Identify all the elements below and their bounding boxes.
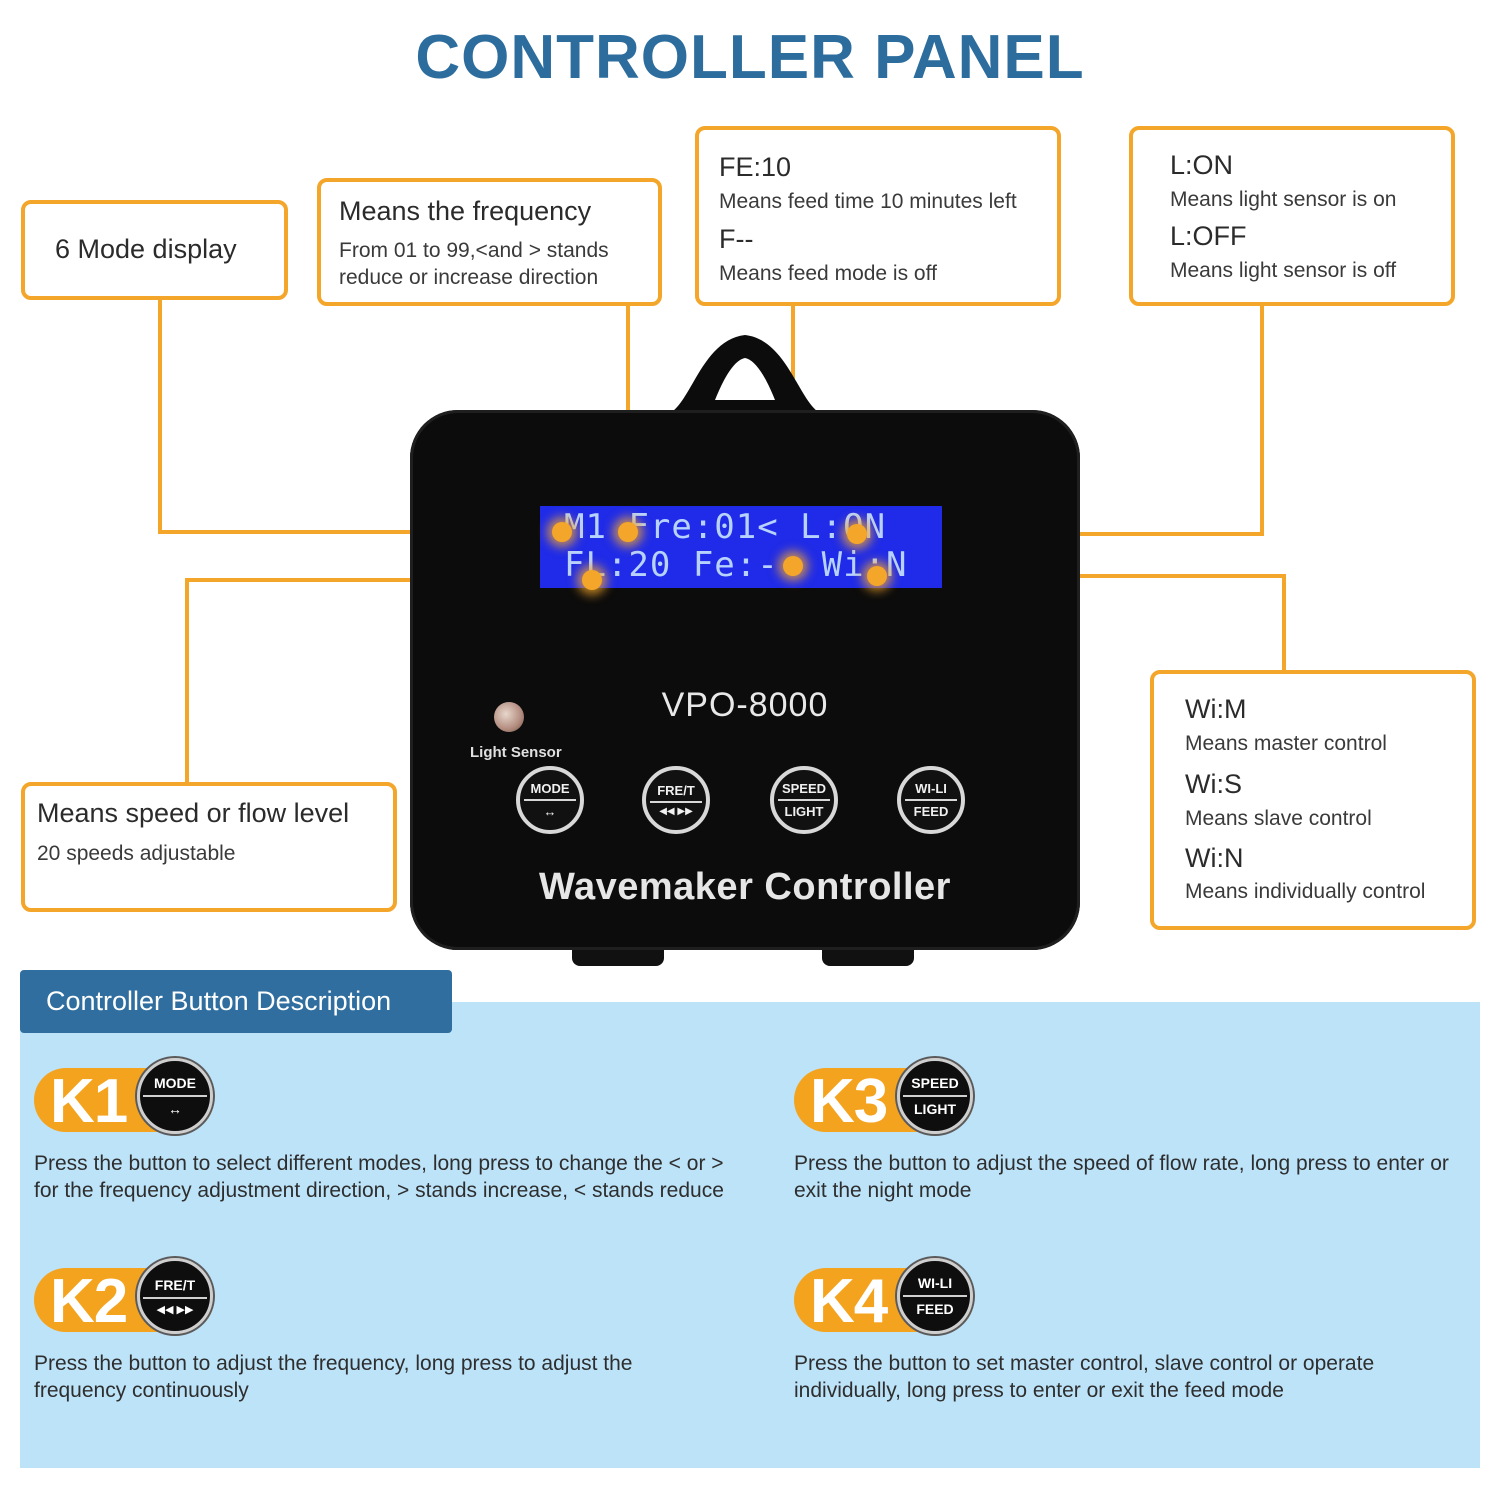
callout-frequency-heading: Means the frequency xyxy=(339,196,592,226)
k1-button-top: MODE xyxy=(154,1075,196,1091)
feed-button-label: FEED xyxy=(913,804,949,819)
button-description-panel xyxy=(20,1002,1480,1468)
marker-feed xyxy=(783,556,803,576)
callout-wifi: Wi:M Means master control Wi:S Means sla… xyxy=(1150,670,1476,930)
k2-badge: K2 FRE/T ◀◀ ▶▶ xyxy=(34,1258,214,1336)
fre-t-button-label: FRE/T xyxy=(657,783,695,798)
callout-wifi-d3: Means individually control xyxy=(1185,880,1426,903)
speed-light-button[interactable]: SPEED LIGHT xyxy=(770,766,838,834)
callout-feed: FE:10 Means feed time 10 minutes left F-… xyxy=(695,126,1061,306)
callout-mode: 6 Mode display xyxy=(21,200,288,300)
button-description-title: Controller Button Description xyxy=(20,970,452,1033)
button-divider xyxy=(143,1296,207,1299)
speed-button-label: SPEED xyxy=(781,781,827,796)
callout-frequency-text: From 01 to 99,<and > stands reduce or in… xyxy=(339,239,609,289)
marker-light xyxy=(847,524,867,544)
k4-description: Press the button to set master control, … xyxy=(794,1352,1375,1402)
wi-li-feed-button[interactable]: WI-LI FEED xyxy=(897,766,965,834)
k1-label: K1 xyxy=(50,1067,128,1136)
lcd-line-2: FL:20 Fe:-- Wi:N xyxy=(564,545,908,585)
device-foot-right xyxy=(822,948,914,966)
k1-badge: K1 MODE ↔ xyxy=(34,1058,214,1136)
k4-button-bottom: FEED xyxy=(916,1301,954,1317)
k4-label: K4 xyxy=(810,1267,888,1336)
fre-t-button[interactable]: FRE/T ◀◀ ▶▶ xyxy=(642,766,710,834)
light-sensor-label: Light Sensor xyxy=(470,744,562,761)
callout-feed-d2: Means feed mode is off xyxy=(719,262,937,285)
callout-feed-h1: FE:10 xyxy=(719,152,792,182)
k2-label: K2 xyxy=(50,1267,128,1336)
mode-button[interactable]: MODE ↔ xyxy=(516,766,584,834)
k2-button-bottom: ◀◀ ▶▶ xyxy=(156,1303,194,1316)
callout-speed-text: 20 speeds adjustable xyxy=(37,842,236,865)
callout-feed-d1: Means feed time 10 minutes left xyxy=(719,190,1017,213)
k3-badge: K3 SPEED LIGHT xyxy=(794,1058,974,1136)
callout-light-h2: L:OFF xyxy=(1170,221,1247,251)
callout-wifi-h1: Wi:M xyxy=(1185,694,1247,724)
callout-speed: Means speed or flow level 20 speeds adju… xyxy=(21,782,397,912)
k2-description: Press the button to adjust the frequency… xyxy=(34,1352,633,1402)
k3-description: Press the button to adjust the speed of … xyxy=(794,1152,1449,1202)
k4-badge: K4 WI-LI FEED xyxy=(794,1258,974,1336)
button-divider xyxy=(143,1095,207,1097)
callout-feed-h2: F-- xyxy=(719,224,754,254)
k1-mode-button-icon: MODE ↔ xyxy=(137,1058,213,1134)
wi-li-button-label: WI-LI xyxy=(915,781,947,796)
callout-wifi-h3: Wi:N xyxy=(1185,843,1244,873)
mode-button-label: MODE xyxy=(530,781,570,796)
k3-label: K3 xyxy=(810,1067,888,1136)
marker-wifi xyxy=(867,566,887,586)
callout-mode-heading: 6 Mode display xyxy=(55,234,237,264)
callout-wifi-h2: Wi:S xyxy=(1185,769,1242,799)
callout-wifi-d2: Means slave control xyxy=(1185,807,1372,830)
arrows-icon: ↔ xyxy=(543,804,557,819)
callout-frequency: Means the frequency From 01 to 99,<and >… xyxy=(317,178,662,306)
hanging-loop xyxy=(665,335,825,415)
rewind-forward-icon: ◀◀ ▶▶ xyxy=(659,806,693,817)
k4-wi-li-feed-button-icon: WI-LI FEED xyxy=(897,1258,973,1334)
k1-description: Press the button to select different mod… xyxy=(34,1152,724,1202)
model-number: VPO-8000 xyxy=(661,686,829,724)
k3-button-bottom: LIGHT xyxy=(914,1101,956,1117)
device-foot-left xyxy=(572,948,664,966)
k2-button-top: FRE/T xyxy=(154,1276,196,1293)
marker-mode xyxy=(552,522,572,542)
callout-wifi-d1: Means master control xyxy=(1185,732,1387,755)
page-title: CONTROLLER PANEL xyxy=(415,23,1085,92)
light-sensor-icon xyxy=(494,702,524,732)
k3-speed-light-button-icon: SPEED LIGHT xyxy=(897,1058,973,1134)
button-divider xyxy=(524,799,576,801)
k3-button-top: SPEED xyxy=(911,1075,959,1091)
callout-light: L:ON Means light sensor is on L:OFF Mean… xyxy=(1129,126,1455,306)
button-divider xyxy=(903,1295,967,1297)
k1-button-bottom: ↔ xyxy=(168,1101,182,1117)
marker-speed xyxy=(582,570,602,590)
button-divider xyxy=(905,799,957,801)
k4-button-top: WI-LI xyxy=(917,1275,953,1291)
callout-speed-heading: Means speed or flow level xyxy=(37,798,350,828)
callout-light-h1: L:ON xyxy=(1170,150,1234,180)
k2-fre-t-button-icon: FRE/T ◀◀ ▶▶ xyxy=(137,1258,213,1334)
callout-light-d2: Means light sensor is off xyxy=(1170,259,1397,282)
button-divider xyxy=(650,801,702,803)
button-divider xyxy=(903,1095,967,1097)
light-button-label: LIGHT xyxy=(784,804,824,819)
brand-label: Wavemaker Controller xyxy=(539,866,951,908)
button-divider xyxy=(778,799,830,801)
callout-light-d1: Means light sensor is on xyxy=(1170,188,1397,211)
marker-frequency xyxy=(618,522,638,542)
